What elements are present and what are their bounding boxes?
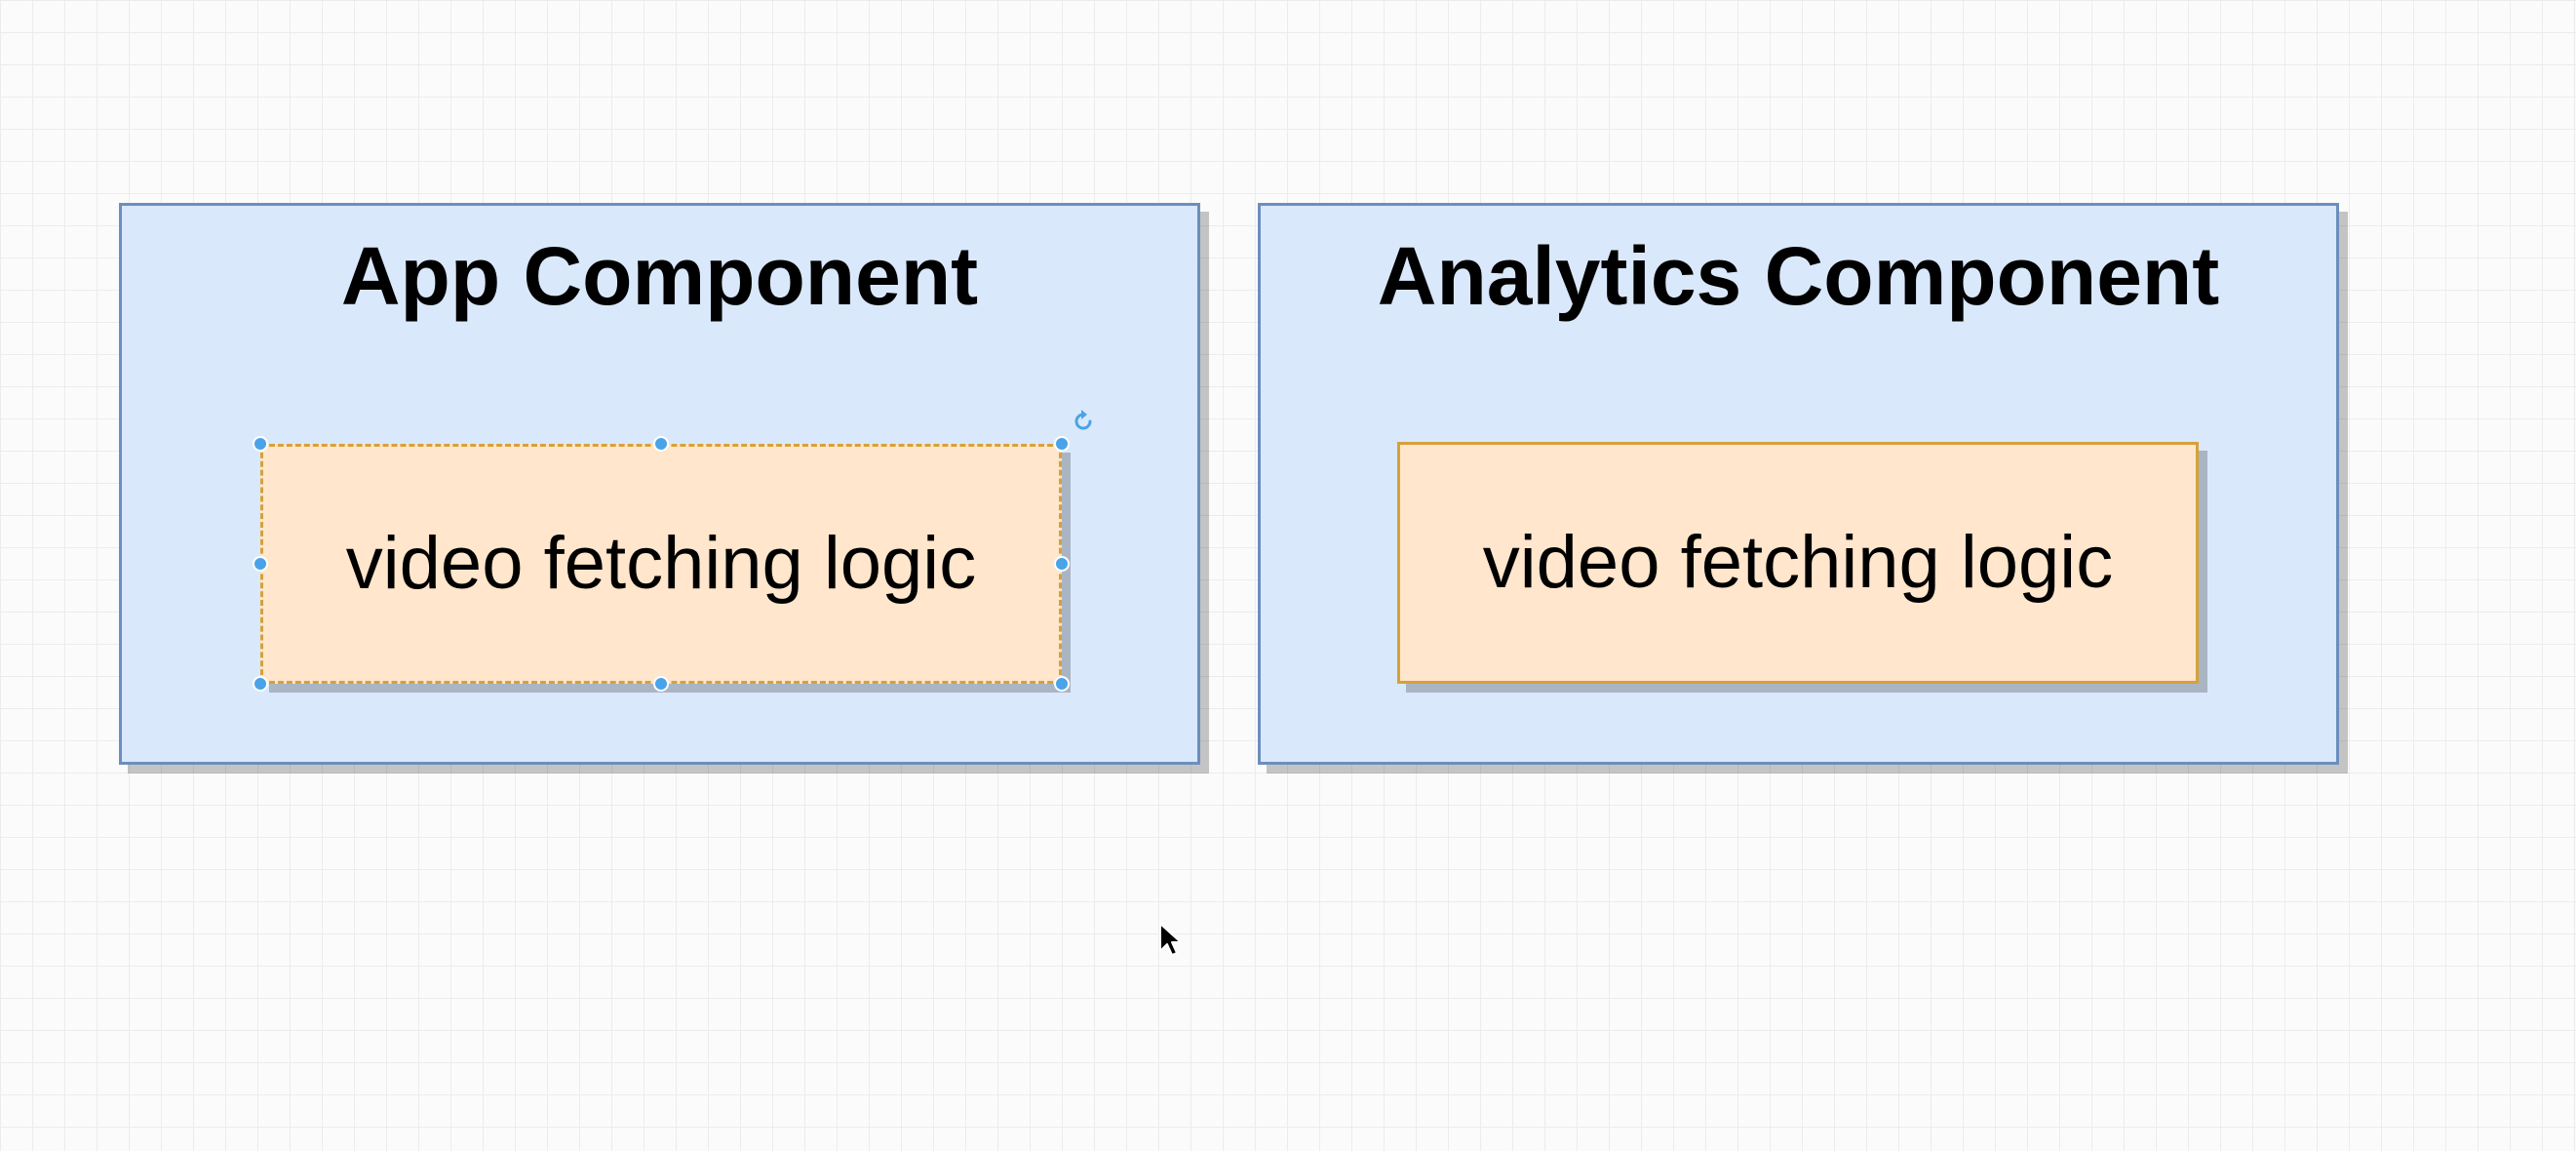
app-component-title: App Component [340, 230, 979, 322]
app-video-fetching-logic-box[interactable]: video fetching logic [260, 444, 1062, 684]
resize-handle-top-center[interactable] [653, 436, 669, 452]
resize-handle-bottom-left[interactable] [253, 676, 268, 692]
resize-handle-bottom-center[interactable] [653, 676, 669, 692]
resize-handle-middle-left[interactable] [253, 556, 268, 572]
analytics-component-title: Analytics Component [1377, 230, 2220, 322]
analytics-video-fetching-logic-label: video fetching logic [1482, 521, 2114, 604]
resize-handle-bottom-right[interactable] [1054, 676, 1070, 692]
resize-handle-middle-right[interactable] [1054, 556, 1070, 572]
app-video-fetching-logic-label: video fetching logic [345, 522, 977, 605]
mouse-pointer-icon [1159, 923, 1182, 956]
rotate-icon[interactable] [1070, 408, 1097, 435]
resize-handle-top-right[interactable] [1054, 436, 1070, 452]
analytics-video-fetching-logic-box[interactable]: video fetching logic [1397, 442, 2199, 684]
resize-handle-top-left[interactable] [253, 436, 268, 452]
